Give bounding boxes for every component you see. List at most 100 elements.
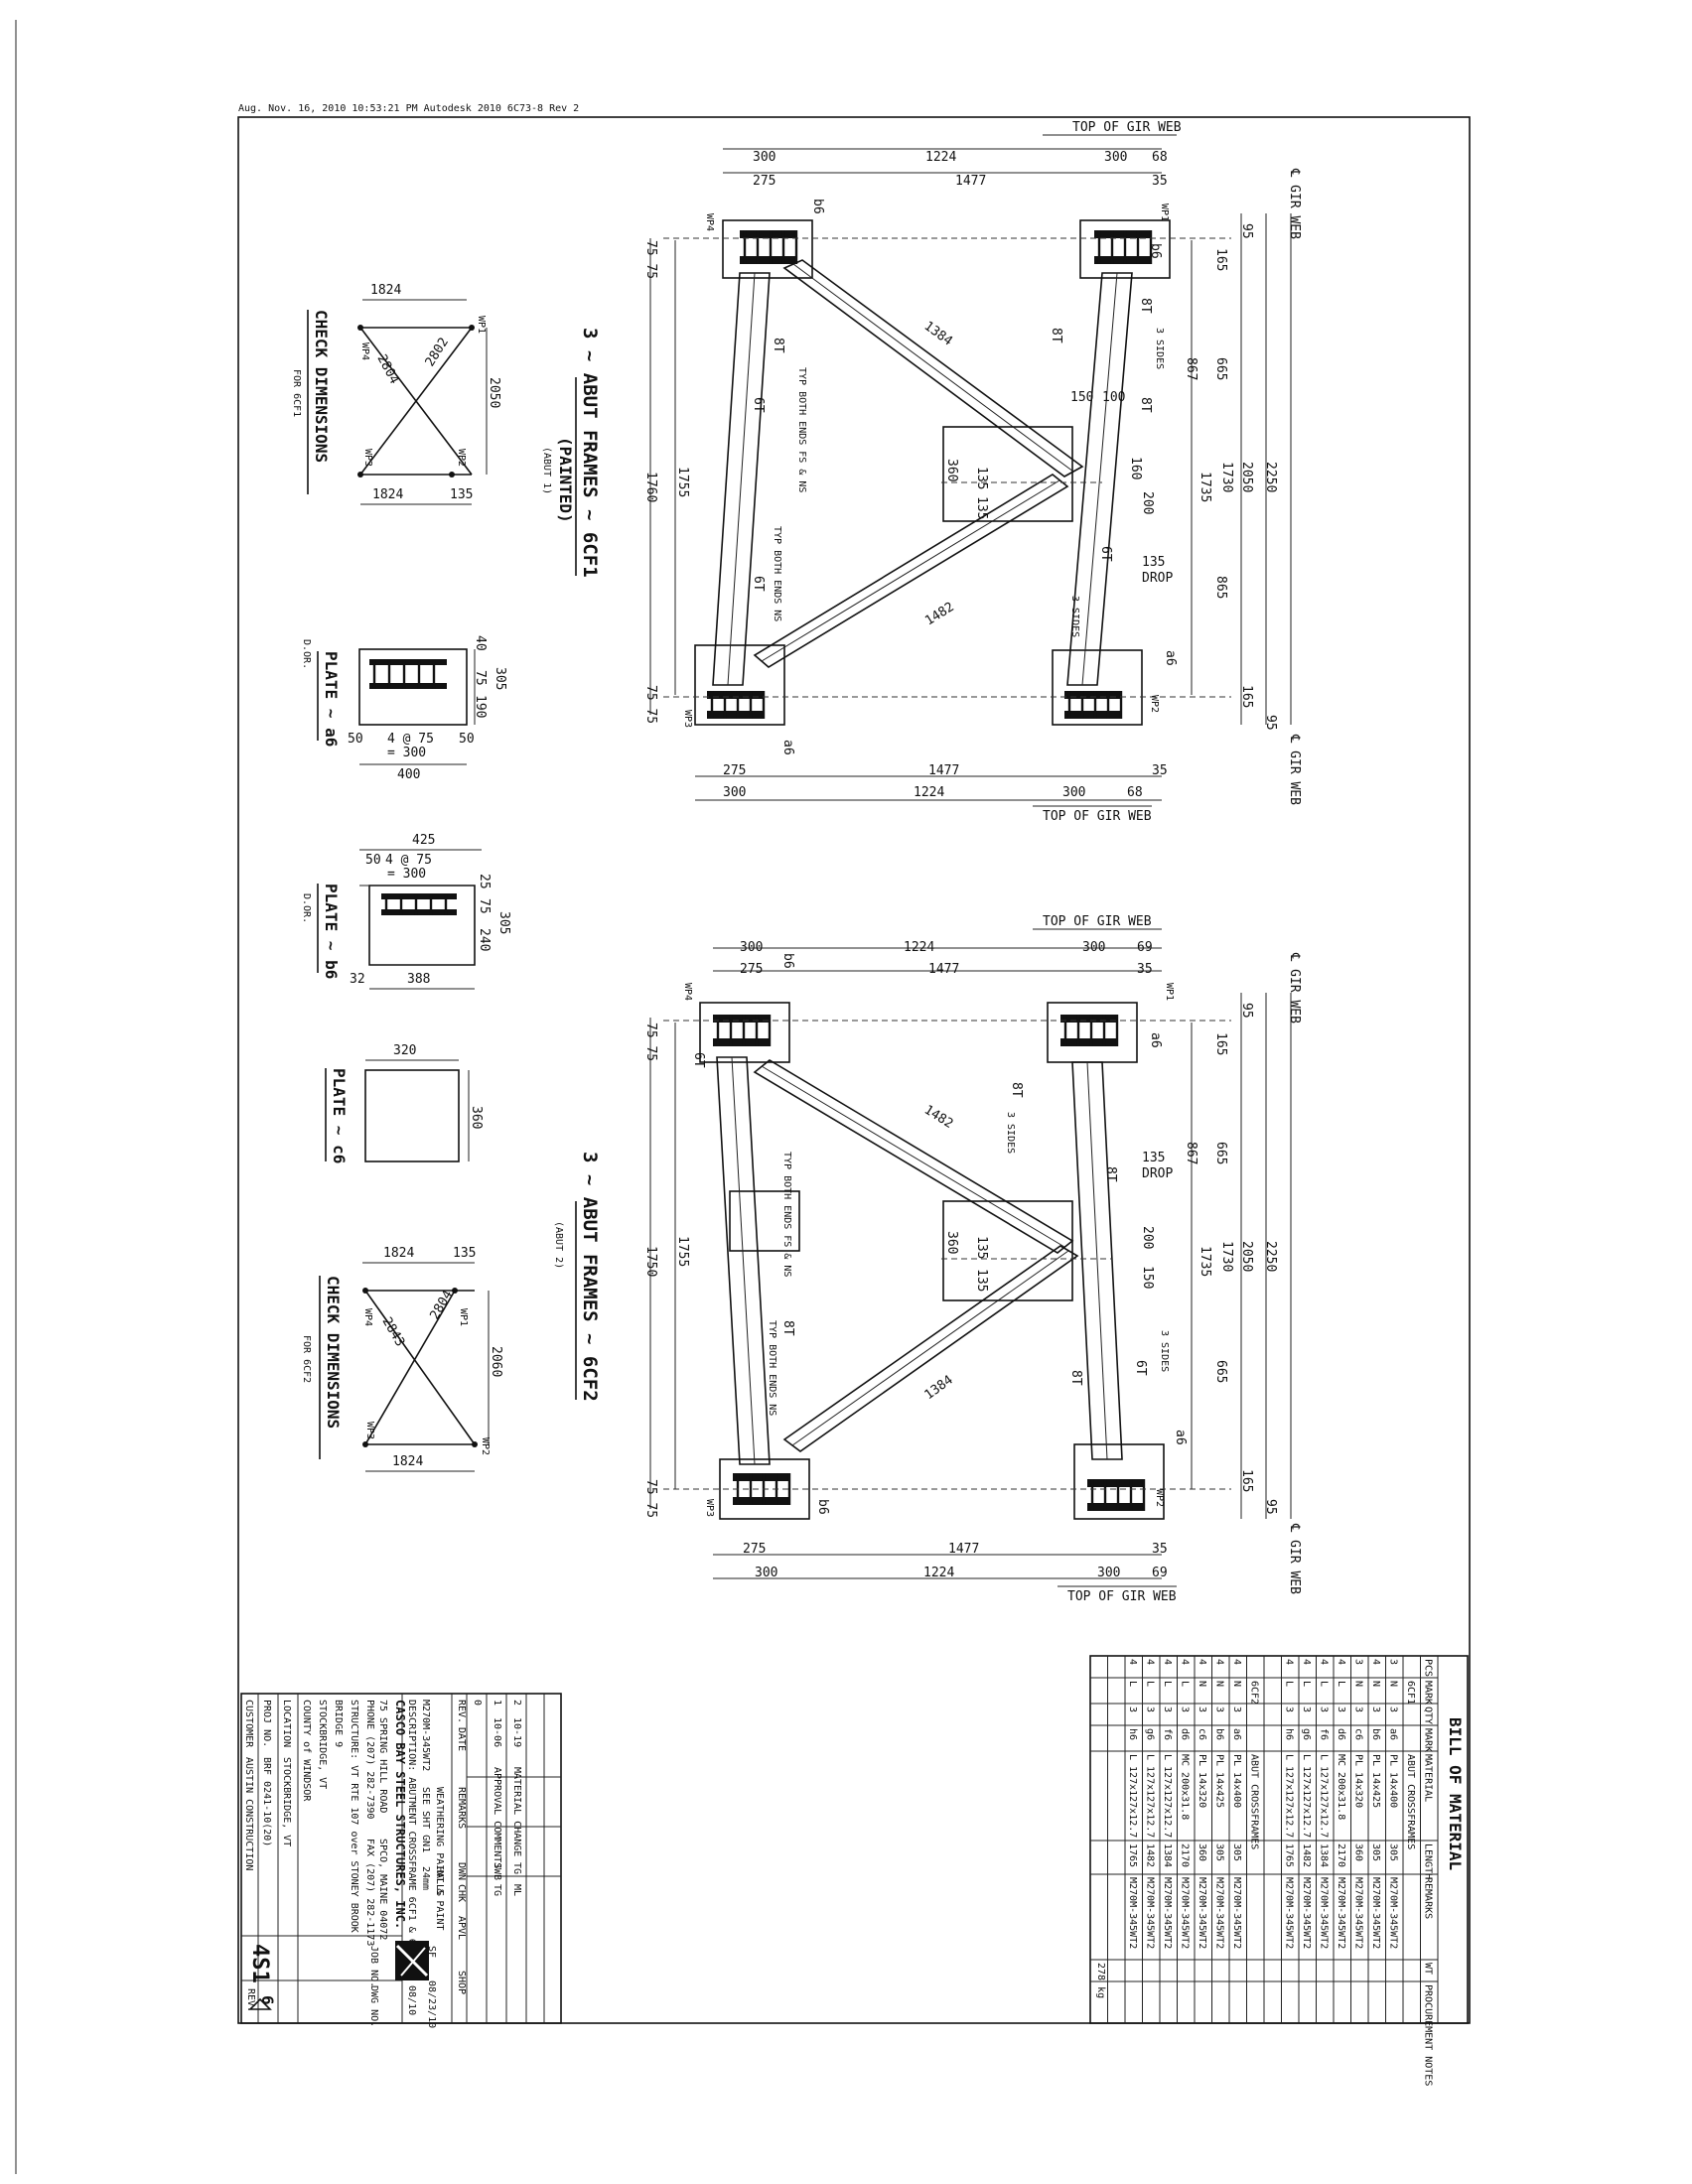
tb-county: COUNTY of WINDSOR [301,1700,312,1802]
plate-a6-outline [358,648,468,726]
dim-bot-35: 35 [1152,763,1168,778]
check1-diag2-value: 2802 [423,336,452,370]
check2-right-dim: 2060 [489,1346,503,1377]
dim2-right-2250: 2250 [1263,1241,1278,1272]
bom-cell: L 127x127x12.7 [1301,1754,1312,1838]
member2-length-1384: 1384 [922,1373,956,1404]
bom-cell: g6 [1301,1728,1312,1740]
diagonal-member-lower [753,474,1069,668]
bom-cell: 6CF2 [1249,1681,1260,1705]
tb-see: SEE SHT GN1 [420,1787,431,1852]
bom-cell: L [1162,1681,1173,1687]
center-dim-360: 360 [944,459,959,481]
tb-rev-row2-rev: 2 [511,1700,522,1706]
member-length-1384: 1384 [921,319,955,349]
center-dim-200: 200 [1140,491,1155,514]
weld-6t-b: 6T [1098,546,1113,562]
tb-proj: BRF 0241-10(20) [261,1757,272,1846]
plate-b6-dim-75: 75 [477,898,492,914]
bom-cell: ABUT CROSSFRAMES [1249,1754,1260,1849]
note-3-sides-a: 3 SIDES [1154,328,1165,369]
check2-wp4: WP4 [362,1308,373,1326]
bom-cell: c6 [1353,1728,1364,1740]
bolt-group-tr [1094,230,1153,264]
tb-rev-row1-desc: APPROVAL COMMENTS [492,1767,502,1868]
frame-6cf2-title: 3 ~ ABUT FRAMES ~ 6CF2 [579,1152,601,1402]
bom-cell: N [1197,1681,1207,1687]
bom-cell: 3 [1353,1659,1364,1665]
note2-typ-both-ends-fsns: TYP BOTH ENDS FS & NS [781,1152,792,1277]
mark2-wp2: WP2 [1154,1489,1165,1507]
dim-right-2050: 2050 [1239,462,1254,492]
plate-c6-detail: 320 360 PLATE ~ c6 [325,1043,484,1163]
plate-b6-dim-300: = 300 [387,867,426,882]
note2-3-sides-b: 3 SIDES [1159,1330,1170,1372]
tb-halls: HALLS [434,1866,445,1896]
tb-rev-row2-chk: ML [511,1884,522,1896]
bom-cell: N [1353,1681,1364,1687]
bom-cell: M270M-345WT2 [1180,1877,1191,1949]
plate-a6-dim-4x75: 4 @ 75 [387,732,434,747]
bom-cell: M270M-345WT2 [1370,1877,1381,1949]
plate-b6-dim-50: 50 [365,853,381,868]
bolt-group-br [1064,691,1123,719]
bom-cell: 360 [1353,1843,1364,1861]
tb-date2: 08/23/10 [426,1980,437,2028]
check2-top-dim: 1824 [383,1246,414,1261]
mark2-wp1: WP1 [1164,983,1175,1001]
tb-rev-hdr-chk: CHK [456,1884,467,1902]
bom-cell: b6 [1370,1728,1381,1740]
bom-cell: N [1231,1681,1242,1687]
bom-cell: PL 14x400 [1388,1754,1399,1808]
plate-a6-title: PLATE ~ a6 [322,651,341,747]
dim2-bot-300b: 300 [1097,1566,1120,1580]
dim2-right-665b: 665 [1213,1360,1228,1383]
tb-rev-row2-by: TG [511,1862,522,1874]
bom-cell: 4 [1127,1659,1138,1665]
dim-right-1735: 1735 [1198,472,1212,502]
bom-cell: M270M-345WT2 [1301,1877,1312,1949]
plate-b6-dim-32: 32 [350,972,365,987]
tb-material: M270M-345WT2 [420,1700,431,1771]
tb-fax: FAX (207) 282-1173 [364,1839,375,1946]
bom-cell: M270M-345WT2 [1197,1877,1207,1949]
tb-rev-row1-rev: 1 [492,1700,502,1706]
bom-cell: 1384 [1319,1843,1330,1867]
bolt-group-tl [740,230,798,264]
check2-title: CHECK DIMENSIONS [324,1276,343,1429]
dim2-top-35: 35 [1137,962,1153,977]
weld-8t-d: 8T [1138,397,1153,413]
gusset-plate-tr [1079,219,1171,279]
bom-cell: h6 [1284,1728,1295,1740]
tb-customer-label: CUSTOMER [243,1700,254,1748]
check1-subtitle: FOR 6CF1 [291,369,302,417]
bom-cell: M270M-345WT2 [1284,1877,1295,1949]
dim-right-867: 867 [1184,357,1198,380]
center-gusset [942,426,1073,522]
bom-cell: M270M-345WT2 [1145,1877,1156,1949]
left2-vertical-member [716,1056,771,1465]
weld-8t-b: 8T [1049,328,1063,343]
bom-cell: M270M-345WT2 [1214,1877,1225,1949]
dim2-top-300: 300 [740,940,763,955]
bom-cell: 3 [1388,1706,1399,1712]
dim2-bot-300: 300 [755,1566,777,1580]
plate-a6-dim-40: 40 [473,635,488,651]
bom-header-cell: MARK [1423,1681,1434,1705]
tb-rev-value: 6 [258,1995,277,2005]
bill-of-material: BILL OF MATERIAL PCSMARKQTYMARKMATERIALL… [1089,1655,1469,2086]
tb-rev-row2-date: 10-19 [511,1717,522,1747]
cl-gir-web-top: ℄ GIR WEB [1287,168,1302,239]
frame-6cf2-note: (ABUT 2) [553,1221,564,1269]
plate-a6-dim-305: 305 [493,667,507,690]
bom-cell: M270M-345WT2 [1231,1877,1242,1949]
diagonal-member-upper [782,259,1084,478]
bom-header-cell: PCS [1423,1659,1434,1677]
dim2-top-300b: 300 [1082,940,1105,955]
dim2-bot-275: 275 [743,1542,766,1557]
bom-cell: 4 [1319,1659,1330,1665]
bom-cell: MC 200x31.8 [1336,1754,1346,1820]
note-3-sides-b: 3 SIDES [1069,596,1080,637]
center-dim-135b: 135 [974,496,989,519]
dim-right-665: 665 [1213,357,1228,380]
